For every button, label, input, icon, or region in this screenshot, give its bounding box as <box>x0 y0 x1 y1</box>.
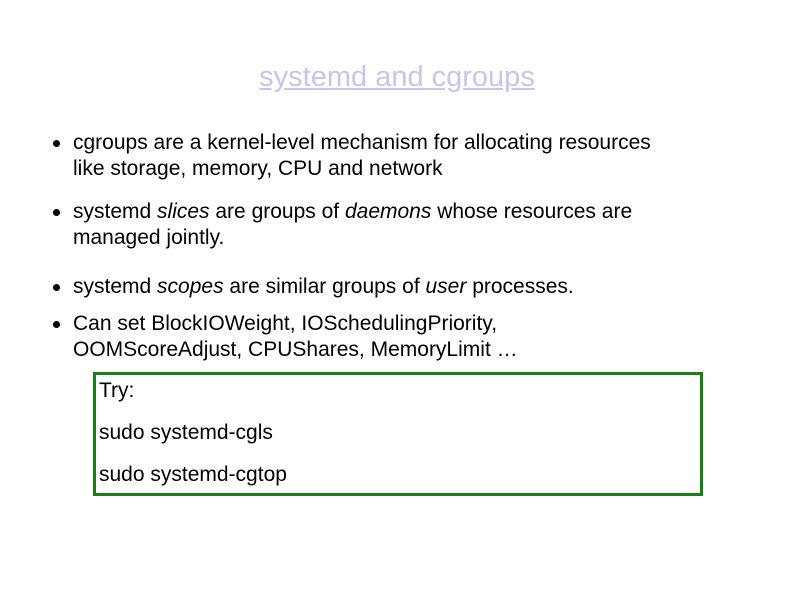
bullet-text: whose resources are <box>431 200 633 223</box>
try-label: Try: <box>99 379 135 402</box>
slide-title: systemd and cgroups <box>259 61 535 93</box>
bullet-text: cgroups are a kernel-level mechanism for… <box>73 131 651 154</box>
bullet-text: OOMScoreAdjust, CPUShares, MemoryLimit … <box>73 338 518 361</box>
bullet-item: cgroups are a kernel-level mechanism for… <box>52 130 744 182</box>
bullet-text-italic: user <box>425 275 467 298</box>
bullet-item: systemd scopes are similar groups of use… <box>52 274 744 300</box>
bullet-text: Can set BlockIOWeight, IOSchedulingPrior… <box>73 312 498 335</box>
bullet-text: are groups of <box>209 200 345 223</box>
command-systemd-cgls: sudo systemd-cgls <box>99 421 273 444</box>
bullet-text: systemd <box>73 275 158 298</box>
bullet-text: like storage, memory, CPU and network <box>73 157 443 180</box>
try-box: Try: sudo systemd-cgls sudo systemd-cgtop <box>93 372 703 496</box>
bullet-text-italic: slices <box>157 200 210 223</box>
bullet-text: systemd <box>73 200 158 223</box>
bullet-text: processes. <box>466 275 574 298</box>
bullet-text-italic: scopes <box>157 275 224 298</box>
bullet-text-italic: daemons <box>344 200 432 223</box>
bullet-item: systemd slices are groups of daemons who… <box>52 199 744 251</box>
bullet-list: cgroups are a kernel-level mechanism for… <box>52 130 744 380</box>
bullet-item: Can set BlockIOWeight, IOSchedulingPrior… <box>52 311 744 363</box>
bullet-text: managed jointly. <box>73 226 225 249</box>
bullet-text: are similar groups of <box>223 275 426 298</box>
command-systemd-cgtop: sudo systemd-cgtop <box>99 463 287 486</box>
